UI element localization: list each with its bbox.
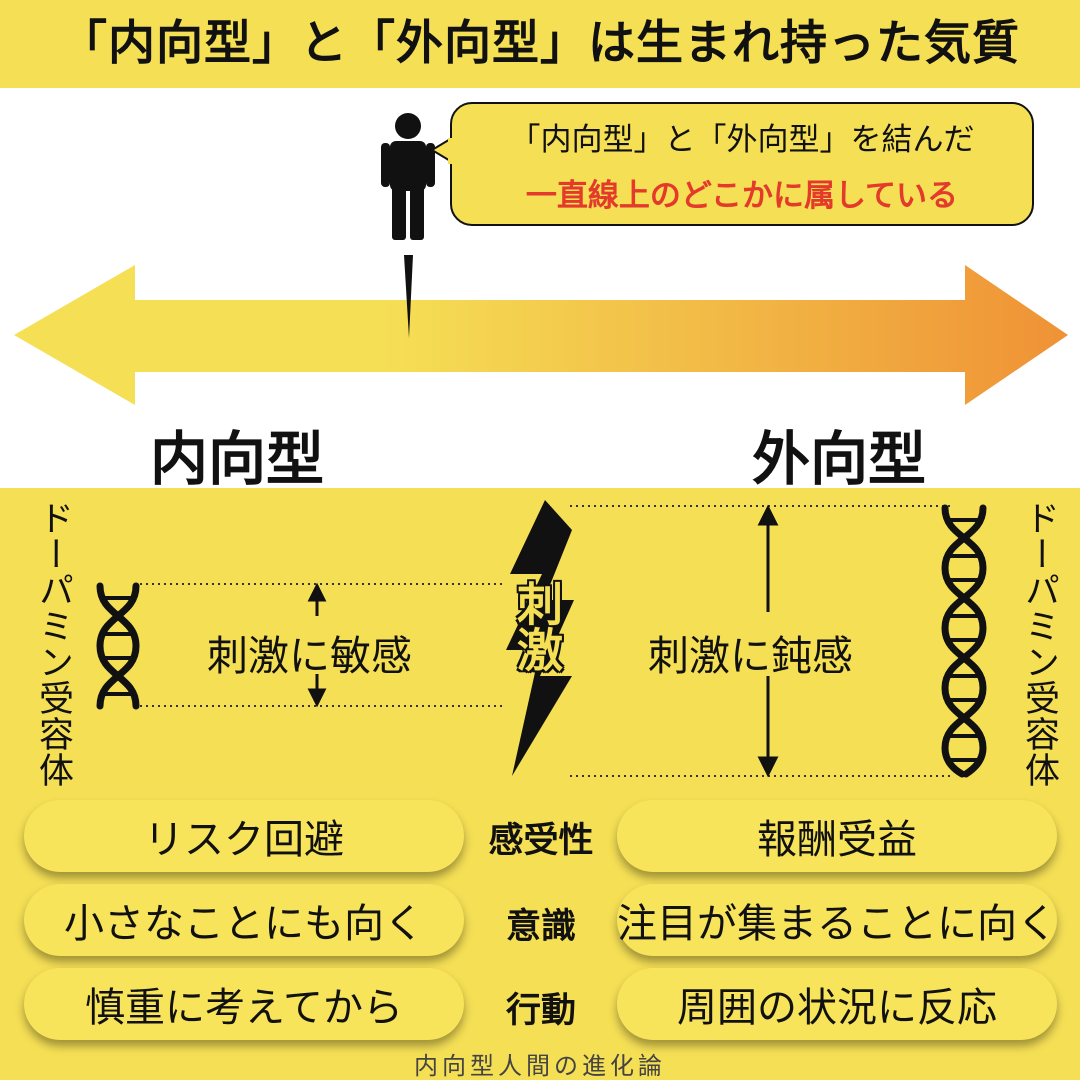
dna-long-icon — [941, 504, 987, 778]
callout-text-line1: 「内向型」と「外向型」を結んだ — [509, 122, 975, 158]
spectrum-arrow — [14, 265, 1068, 405]
receptor-diagram — [96, 500, 987, 778]
page-title: 「内向型」と「外向型」は生まれ持った気質 — [60, 16, 1020, 71]
spectrum-illustration — [14, 113, 1068, 405]
extrovert-label: 外向型 — [752, 425, 927, 493]
footer-logo: 内向型人間の進化論 — [414, 1052, 666, 1080]
row1-introvert-pill: リスク回避 — [24, 800, 464, 872]
large-range-arrow — [757, 504, 779, 778]
row2-category: 意識 — [505, 907, 576, 947]
callout-text-line2: 一直線上のどこかに属している — [525, 178, 959, 214]
sensitive-caption: 刺激に敏感 — [207, 632, 412, 680]
callout-tail-mask — [448, 138, 454, 164]
row3-category: 行動 — [505, 991, 576, 1031]
dna-short-icon — [96, 582, 140, 710]
title-bar — [0, 0, 1080, 88]
row3-introvert-pill: 慎重に考えてから — [24, 968, 464, 1040]
dopamine-receptor-label-right: ドーパミン受容体 — [1019, 500, 1059, 788]
person-icon — [381, 113, 435, 240]
lightning-icon — [506, 500, 574, 776]
row2-introvert-pill: 小さなことにも向く — [24, 884, 464, 956]
stimulus-label: 刺激 — [510, 580, 564, 672]
insensitive-caption: 刺激に鈍感 — [648, 632, 853, 680]
dopamine-receptor-label-left: ドーパミン受容体 — [33, 500, 73, 788]
row2-extrovert-pill: 注目が集まることに向く — [617, 884, 1057, 956]
speech-bubble — [450, 102, 1034, 226]
row1-extrovert-pill: 報酬受益 — [617, 800, 1057, 872]
position-pointer — [404, 255, 413, 338]
row3-extrovert-pill: 周囲の状況に反応 — [617, 968, 1057, 1040]
introvert-label: 内向型 — [150, 425, 325, 493]
small-range-arrow — [307, 582, 327, 708]
row1-category: 感受性 — [488, 821, 594, 861]
